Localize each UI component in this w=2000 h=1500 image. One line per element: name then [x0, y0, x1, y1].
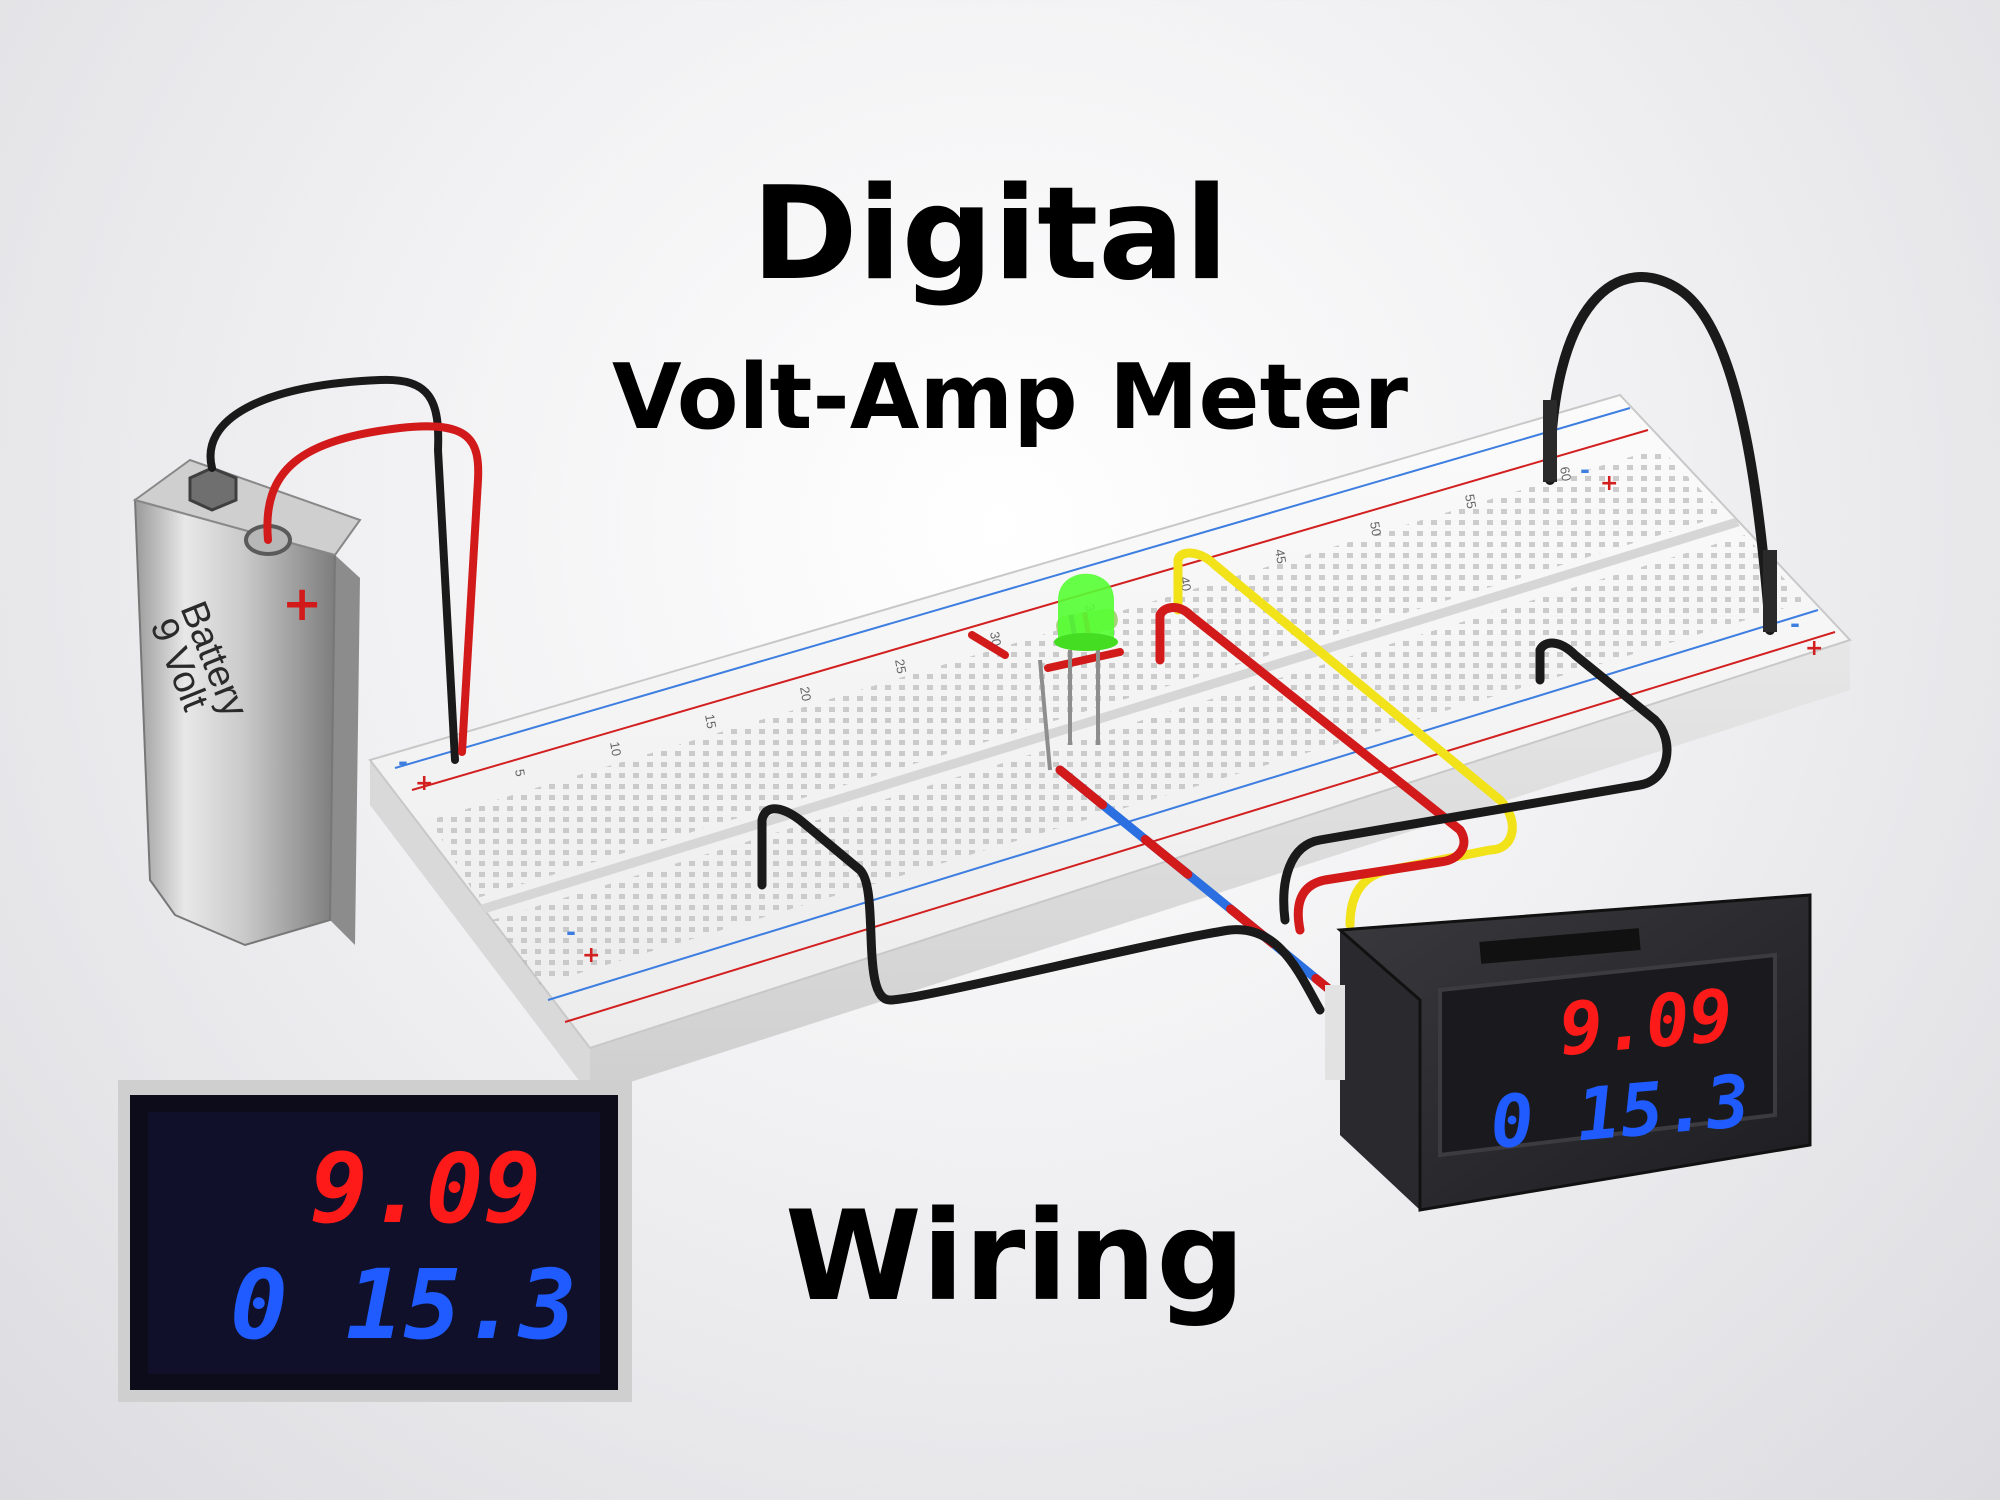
column-number: 45	[1272, 548, 1289, 565]
meter-clip	[1325, 985, 1345, 1080]
column-number: 10	[607, 740, 624, 757]
rail-minus-bottom-right: -	[1790, 610, 1800, 638]
rail-top-blue	[394, 407, 1631, 769]
jumper-pin-right	[1763, 550, 1777, 632]
battery-terminal-negative	[188, 466, 238, 512]
wire-battery-red	[263, 422, 483, 756]
rail-minus-top-right: -	[1580, 456, 1590, 484]
battery: + 9 Volt Battery	[132, 458, 362, 947]
title-foot: Wiring	[785, 1185, 1245, 1329]
breadboard-front	[370, 760, 590, 1095]
rail-plus-bottom: +	[582, 943, 600, 968]
rail-top-red	[411, 429, 1649, 791]
wire-red-short-1	[968, 631, 1009, 659]
wire-jumper-black-right	[1545, 272, 1775, 635]
title-main: Digital	[751, 160, 1229, 309]
column-number: 15	[702, 713, 719, 730]
battery-body	[133, 498, 337, 947]
volt-amp-meter: 9.09 0 15.3	[1325, 893, 1812, 1212]
meter-voltage-reading: 9.09	[1556, 973, 1736, 1072]
battery-side	[330, 555, 360, 945]
led-base	[1054, 633, 1118, 651]
meter-display-window	[1438, 952, 1777, 1158]
rail-minus-top: -	[398, 748, 408, 776]
wire-red-long	[1155, 603, 1469, 935]
column-number: 55	[1462, 493, 1479, 510]
resistor-lead	[1038, 659, 1052, 771]
rail-plus-top: +	[415, 771, 433, 796]
column-number: 25	[892, 658, 909, 675]
column-number: 20	[797, 685, 814, 702]
column-number: 60	[1557, 465, 1574, 482]
wire-battery-black	[206, 375, 459, 764]
wire-black-bottom	[757, 804, 1325, 1015]
wire-yellow	[1173, 548, 1517, 930]
led-dome	[1058, 573, 1114, 640]
jumper-pin-left	[1543, 400, 1557, 482]
rail-plus-bottom-right: +	[1805, 636, 1823, 661]
wire-blue-red-stripes	[1055, 765, 1335, 995]
column-number: 50	[1367, 520, 1384, 537]
meter-side	[1340, 930, 1420, 1210]
breadboard-front-long	[590, 640, 1850, 1095]
hole-field-upper	[430, 448, 1725, 898]
rail-plus-top-right: +	[1600, 471, 1618, 496]
column-number: 5	[512, 768, 528, 778]
title-sub: Volt-Amp Meter	[611, 345, 1409, 450]
hole-field-lower	[492, 535, 1805, 985]
wire-black-right	[1279, 638, 1672, 925]
breadboard: + - + - + - + - 51015202530354045505560	[368, 393, 1852, 1095]
wire-red-short-2	[1044, 648, 1124, 672]
led-component	[1038, 573, 1118, 771]
battery-plus-sign: +	[282, 576, 322, 632]
meter-top-slot	[1479, 928, 1641, 964]
wires	[206, 272, 1777, 1015]
rail-minus-bottom: -	[566, 918, 576, 946]
